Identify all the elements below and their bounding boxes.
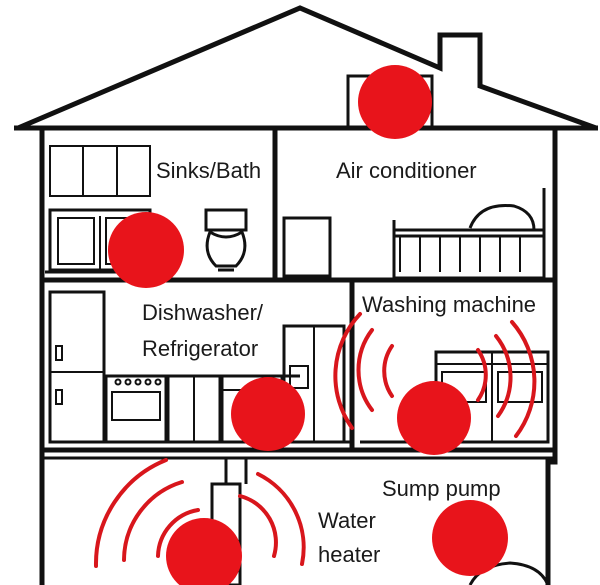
bedroom-fixtures	[282, 188, 546, 280]
signal-waves	[93, 312, 537, 568]
label-dishwasher-line1: Dishwasher/	[142, 300, 264, 325]
label-water-heater-line2: heater	[318, 542, 381, 567]
marker-dishwasher	[231, 377, 305, 451]
sensor-markers	[108, 65, 508, 585]
kitchen-fixtures	[48, 290, 352, 444]
label-dishwasher-line2: Refrigerator	[142, 336, 259, 361]
label-air-conditioner: Air conditioner	[336, 158, 477, 183]
bathroom-fixtures	[45, 145, 248, 274]
label-washing-machine: Washing machine	[362, 292, 537, 317]
interior-walls	[272, 128, 355, 450]
marker-water-heater	[166, 518, 242, 585]
label-water-heater-line1: Water	[318, 508, 376, 533]
label-sinks-bath: Sinks/Bath	[156, 158, 262, 183]
marker-air-conditioner	[358, 65, 432, 139]
roof	[14, 5, 598, 131]
marker-washing-machine	[397, 381, 471, 455]
marker-sump-pump	[432, 500, 508, 576]
marker-sinks-bath	[108, 212, 184, 288]
label-sump-pump: Sump pump	[382, 476, 501, 501]
